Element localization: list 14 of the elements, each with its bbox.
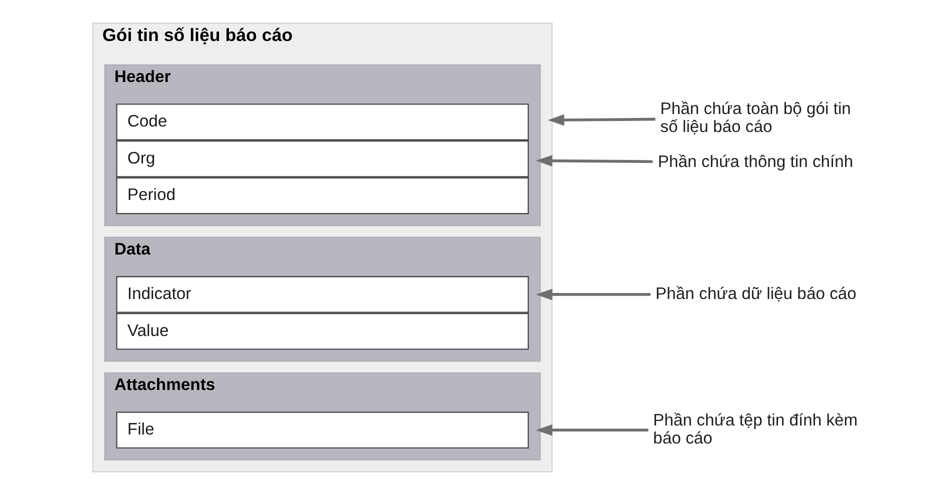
node-box: File <box>116 411 529 448</box>
node-text: Phần chứa dữ liệu báo cáo <box>656 283 856 302</box>
node-box: Value <box>116 312 529 350</box>
arrow <box>536 288 651 300</box>
node-box: Org <box>116 140 529 177</box>
arrow <box>536 424 648 436</box>
arrow <box>548 114 656 126</box>
arrow <box>536 154 653 166</box>
node-text: Phần chứa tệp tin đính kèm báo cáo <box>653 410 858 447</box>
node-box: Period <box>116 176 529 214</box>
node-text: Phần chứa toàn bộ gói tin số liệu báo cáo <box>660 98 851 136</box>
node-box: Code <box>116 103 529 140</box>
node-text: Phần chứa thông tin chính <box>658 151 854 170</box>
node-box: Indicator <box>116 276 529 312</box>
